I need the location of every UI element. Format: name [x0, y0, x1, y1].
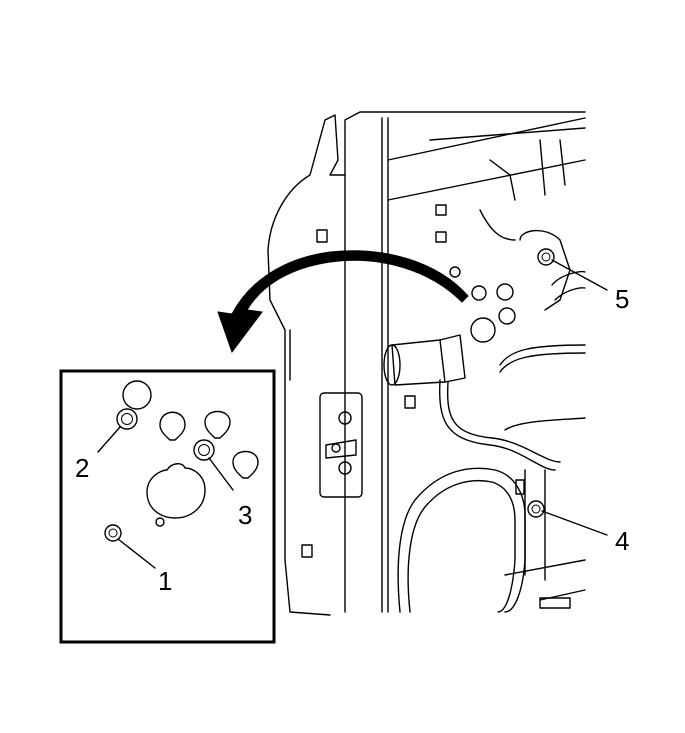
leader-lines	[97, 259, 608, 569]
inset-bolt-2-icon	[116, 408, 138, 430]
door-bolt-4-icon	[527, 500, 545, 518]
callout-1-label: 1	[158, 566, 172, 596]
inset-bolt-1-icon	[104, 524, 122, 542]
callout-4-label: 4	[615, 526, 629, 556]
inset-bolt-3-icon	[193, 439, 215, 461]
detail-inset	[59, 369, 276, 644]
detail-arrow-icon	[217, 250, 469, 354]
door-inner-panel	[267, 111, 586, 616]
callout-3-label: 3	[238, 500, 252, 530]
callout-2-label: 2	[75, 453, 89, 483]
callout-5-label: 5	[615, 284, 629, 314]
door-bolt-5-icon	[537, 248, 555, 266]
